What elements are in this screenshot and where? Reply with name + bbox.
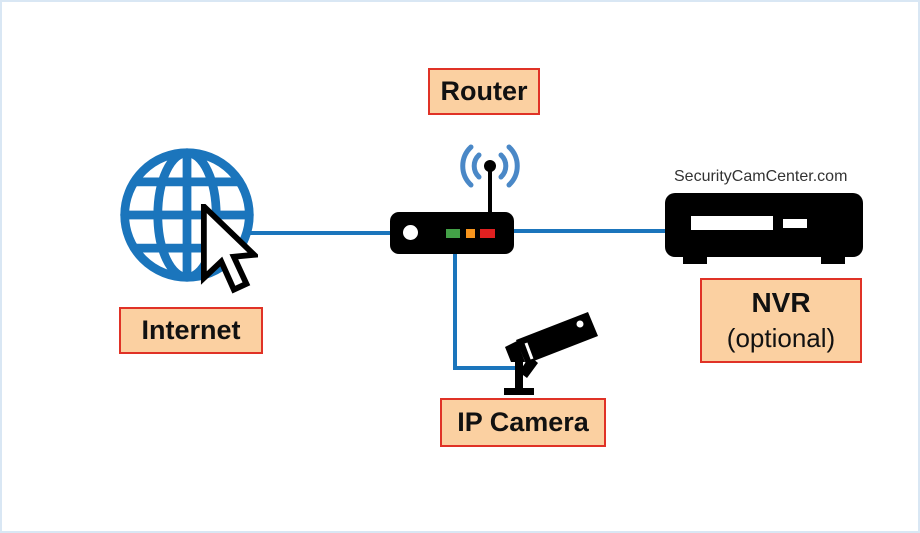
nvr-foot-right [821,253,845,264]
nvr-label: NVR (optional) [700,278,862,363]
internet-label: Internet [119,307,263,354]
connection-internet-router [250,231,392,235]
nvr-display [783,219,807,228]
connection-router-camera-vertical [453,252,457,370]
wifi-icon [460,144,520,216]
ip-camera-label-text: IP Camera [457,407,589,437]
router-indicator-green [446,229,460,238]
nvr-label-text: NVR [751,287,811,319]
ip-camera-label: IP Camera [440,398,606,447]
router-device [390,212,514,254]
watermark-text: SecurityCamCenter.com [674,168,848,185]
router-led-light [403,225,418,240]
nvr-device [665,193,863,264]
router-label-text: Router [440,76,528,106]
nvr-foot-left [683,253,707,264]
connection-router-camera-horizontal [453,366,517,370]
internet-label-text: Internet [141,315,241,345]
nvr-sublabel-text: (optional) [726,322,836,353]
router-indicator-red [480,229,495,238]
router-indicator-orange [466,229,475,238]
ip-camera-icon [504,312,598,395]
cursor-icon [200,204,258,294]
nvr-disc-slot [691,216,773,230]
router-label: Router [428,68,540,115]
connection-router-nvr [512,229,667,233]
